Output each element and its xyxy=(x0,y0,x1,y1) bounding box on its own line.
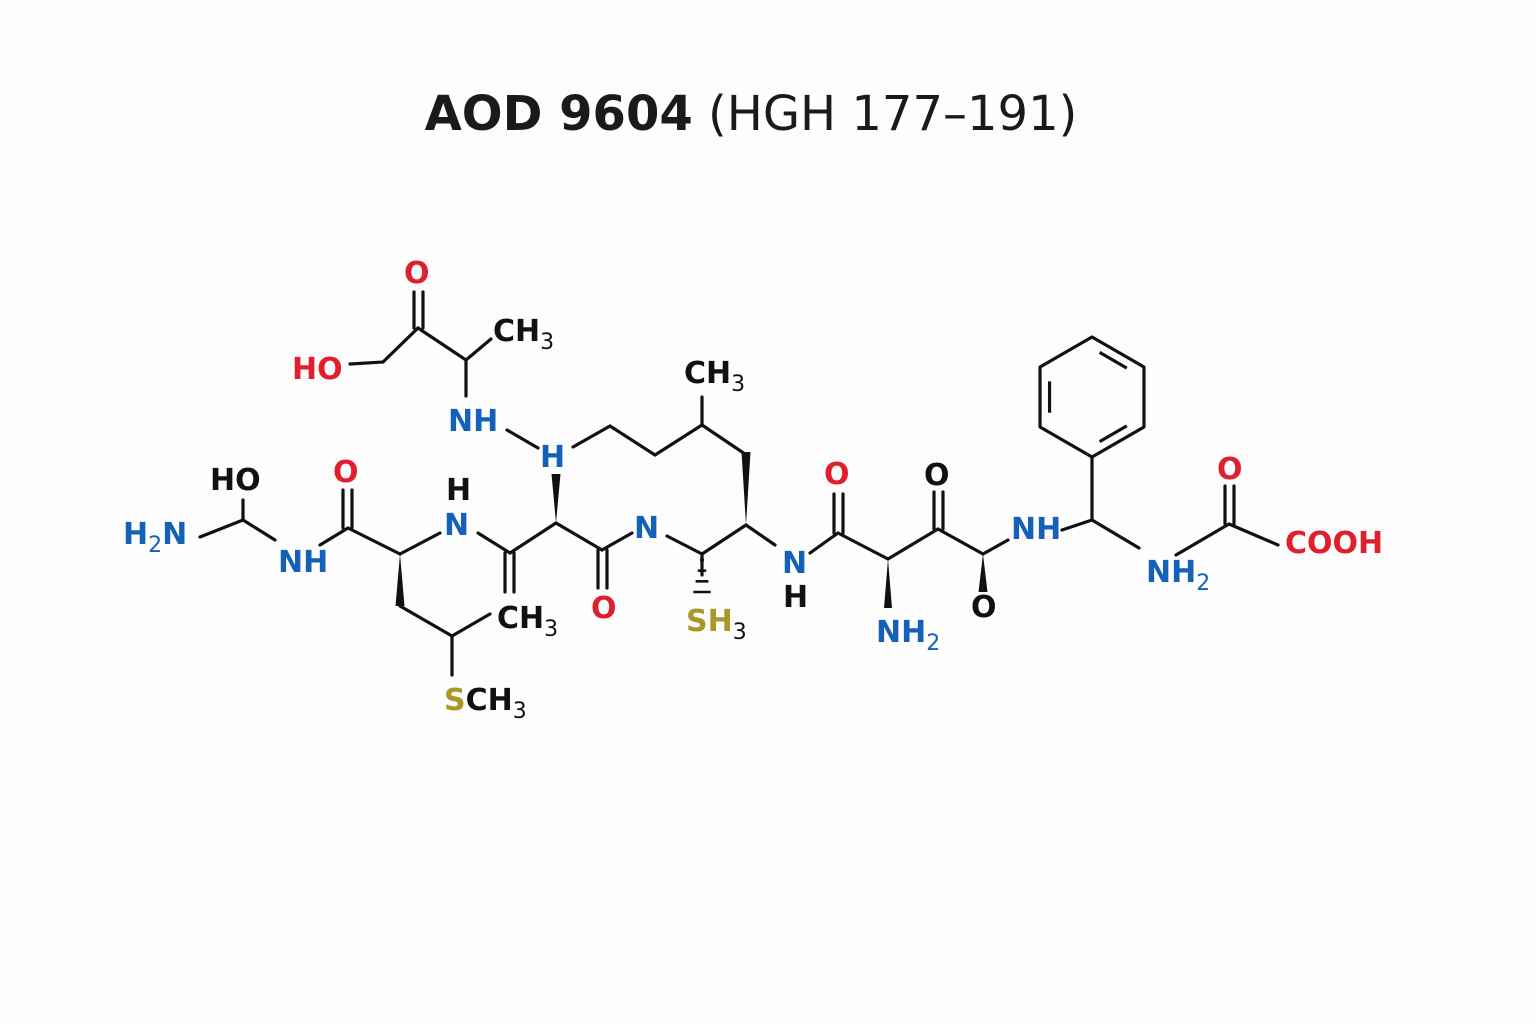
wedge-bond xyxy=(395,554,405,606)
atom-label: SH3 xyxy=(686,604,747,645)
single-bond xyxy=(476,531,512,555)
atom-label: H xyxy=(446,473,471,508)
single-bond xyxy=(381,326,420,364)
atom-label: CH3 xyxy=(497,601,558,642)
atom-label: O xyxy=(333,455,359,490)
single-bond xyxy=(398,531,442,556)
single-bond xyxy=(836,531,890,561)
single-bond xyxy=(1090,518,1141,550)
atom-label: CH3 xyxy=(684,356,745,397)
atom-label: N xyxy=(444,508,469,543)
wedge-bonds-layer xyxy=(395,452,988,608)
single-bond xyxy=(348,360,385,366)
single-bond xyxy=(241,518,277,542)
atom-label: O xyxy=(924,458,950,493)
single-bond xyxy=(608,424,657,457)
single-bond xyxy=(508,521,558,555)
atom-label: N xyxy=(782,546,807,581)
benzene-hexagon xyxy=(1038,335,1146,459)
atom-label: CH3 xyxy=(493,314,554,355)
atom-label: NH xyxy=(278,545,328,580)
atom-label: NH2 xyxy=(1146,555,1210,596)
diagram-title: AOD 9604 (HGH 177–191) xyxy=(0,82,1502,146)
atom-label: NH xyxy=(1011,512,1061,547)
single-bond xyxy=(464,337,493,362)
single-bond xyxy=(450,612,492,638)
single-bond xyxy=(744,523,777,547)
bonds-layer xyxy=(198,290,1280,677)
benzene-ring xyxy=(1038,335,1146,459)
single-bond xyxy=(981,538,1010,556)
title-sequence-range: (HGH 177–191) xyxy=(692,86,1078,142)
atom-label: O xyxy=(1217,452,1243,487)
single-bond xyxy=(1174,522,1231,557)
aromatic-inner-bond xyxy=(1098,424,1128,443)
atom-label: HO xyxy=(210,463,261,498)
atom-label: H xyxy=(783,580,808,615)
atom-label: N xyxy=(634,511,659,546)
wedge-bond xyxy=(978,554,988,592)
single-bond xyxy=(600,531,634,552)
atom-label: H xyxy=(540,440,565,475)
wedge-bond xyxy=(551,474,561,523)
atom-label: COOH xyxy=(1285,526,1383,561)
atom-label: NH xyxy=(448,404,498,439)
single-bond xyxy=(700,523,748,556)
aromatic-inner-bond xyxy=(1098,351,1128,370)
single-bond xyxy=(554,521,604,552)
single-bond xyxy=(1227,522,1280,547)
atom-label: O xyxy=(591,591,617,626)
wedge-bond xyxy=(884,559,892,608)
single-bond xyxy=(808,531,840,555)
single-bond xyxy=(346,526,402,556)
single-bond xyxy=(398,604,454,638)
atom-label: SCH3 xyxy=(444,683,527,724)
atom-label: O xyxy=(971,590,997,625)
single-bond xyxy=(936,527,985,556)
single-bond xyxy=(653,423,704,457)
single-bond xyxy=(571,424,612,449)
atom-label: NH2 xyxy=(876,615,940,656)
single-bond xyxy=(198,518,245,539)
wedge-bond xyxy=(741,452,751,525)
atom-label: H2N xyxy=(123,517,187,558)
single-bond xyxy=(700,423,747,456)
title-compound-name: AOD 9604 xyxy=(424,86,693,142)
atom-label: O xyxy=(404,256,430,291)
single-bond xyxy=(416,326,468,362)
atom-label: O xyxy=(824,457,850,492)
single-bond xyxy=(1060,518,1094,532)
single-bond xyxy=(505,428,540,450)
single-bond xyxy=(318,526,350,547)
single-bond xyxy=(886,527,940,561)
atom-label: HO xyxy=(292,352,343,387)
single-bond xyxy=(665,534,704,556)
